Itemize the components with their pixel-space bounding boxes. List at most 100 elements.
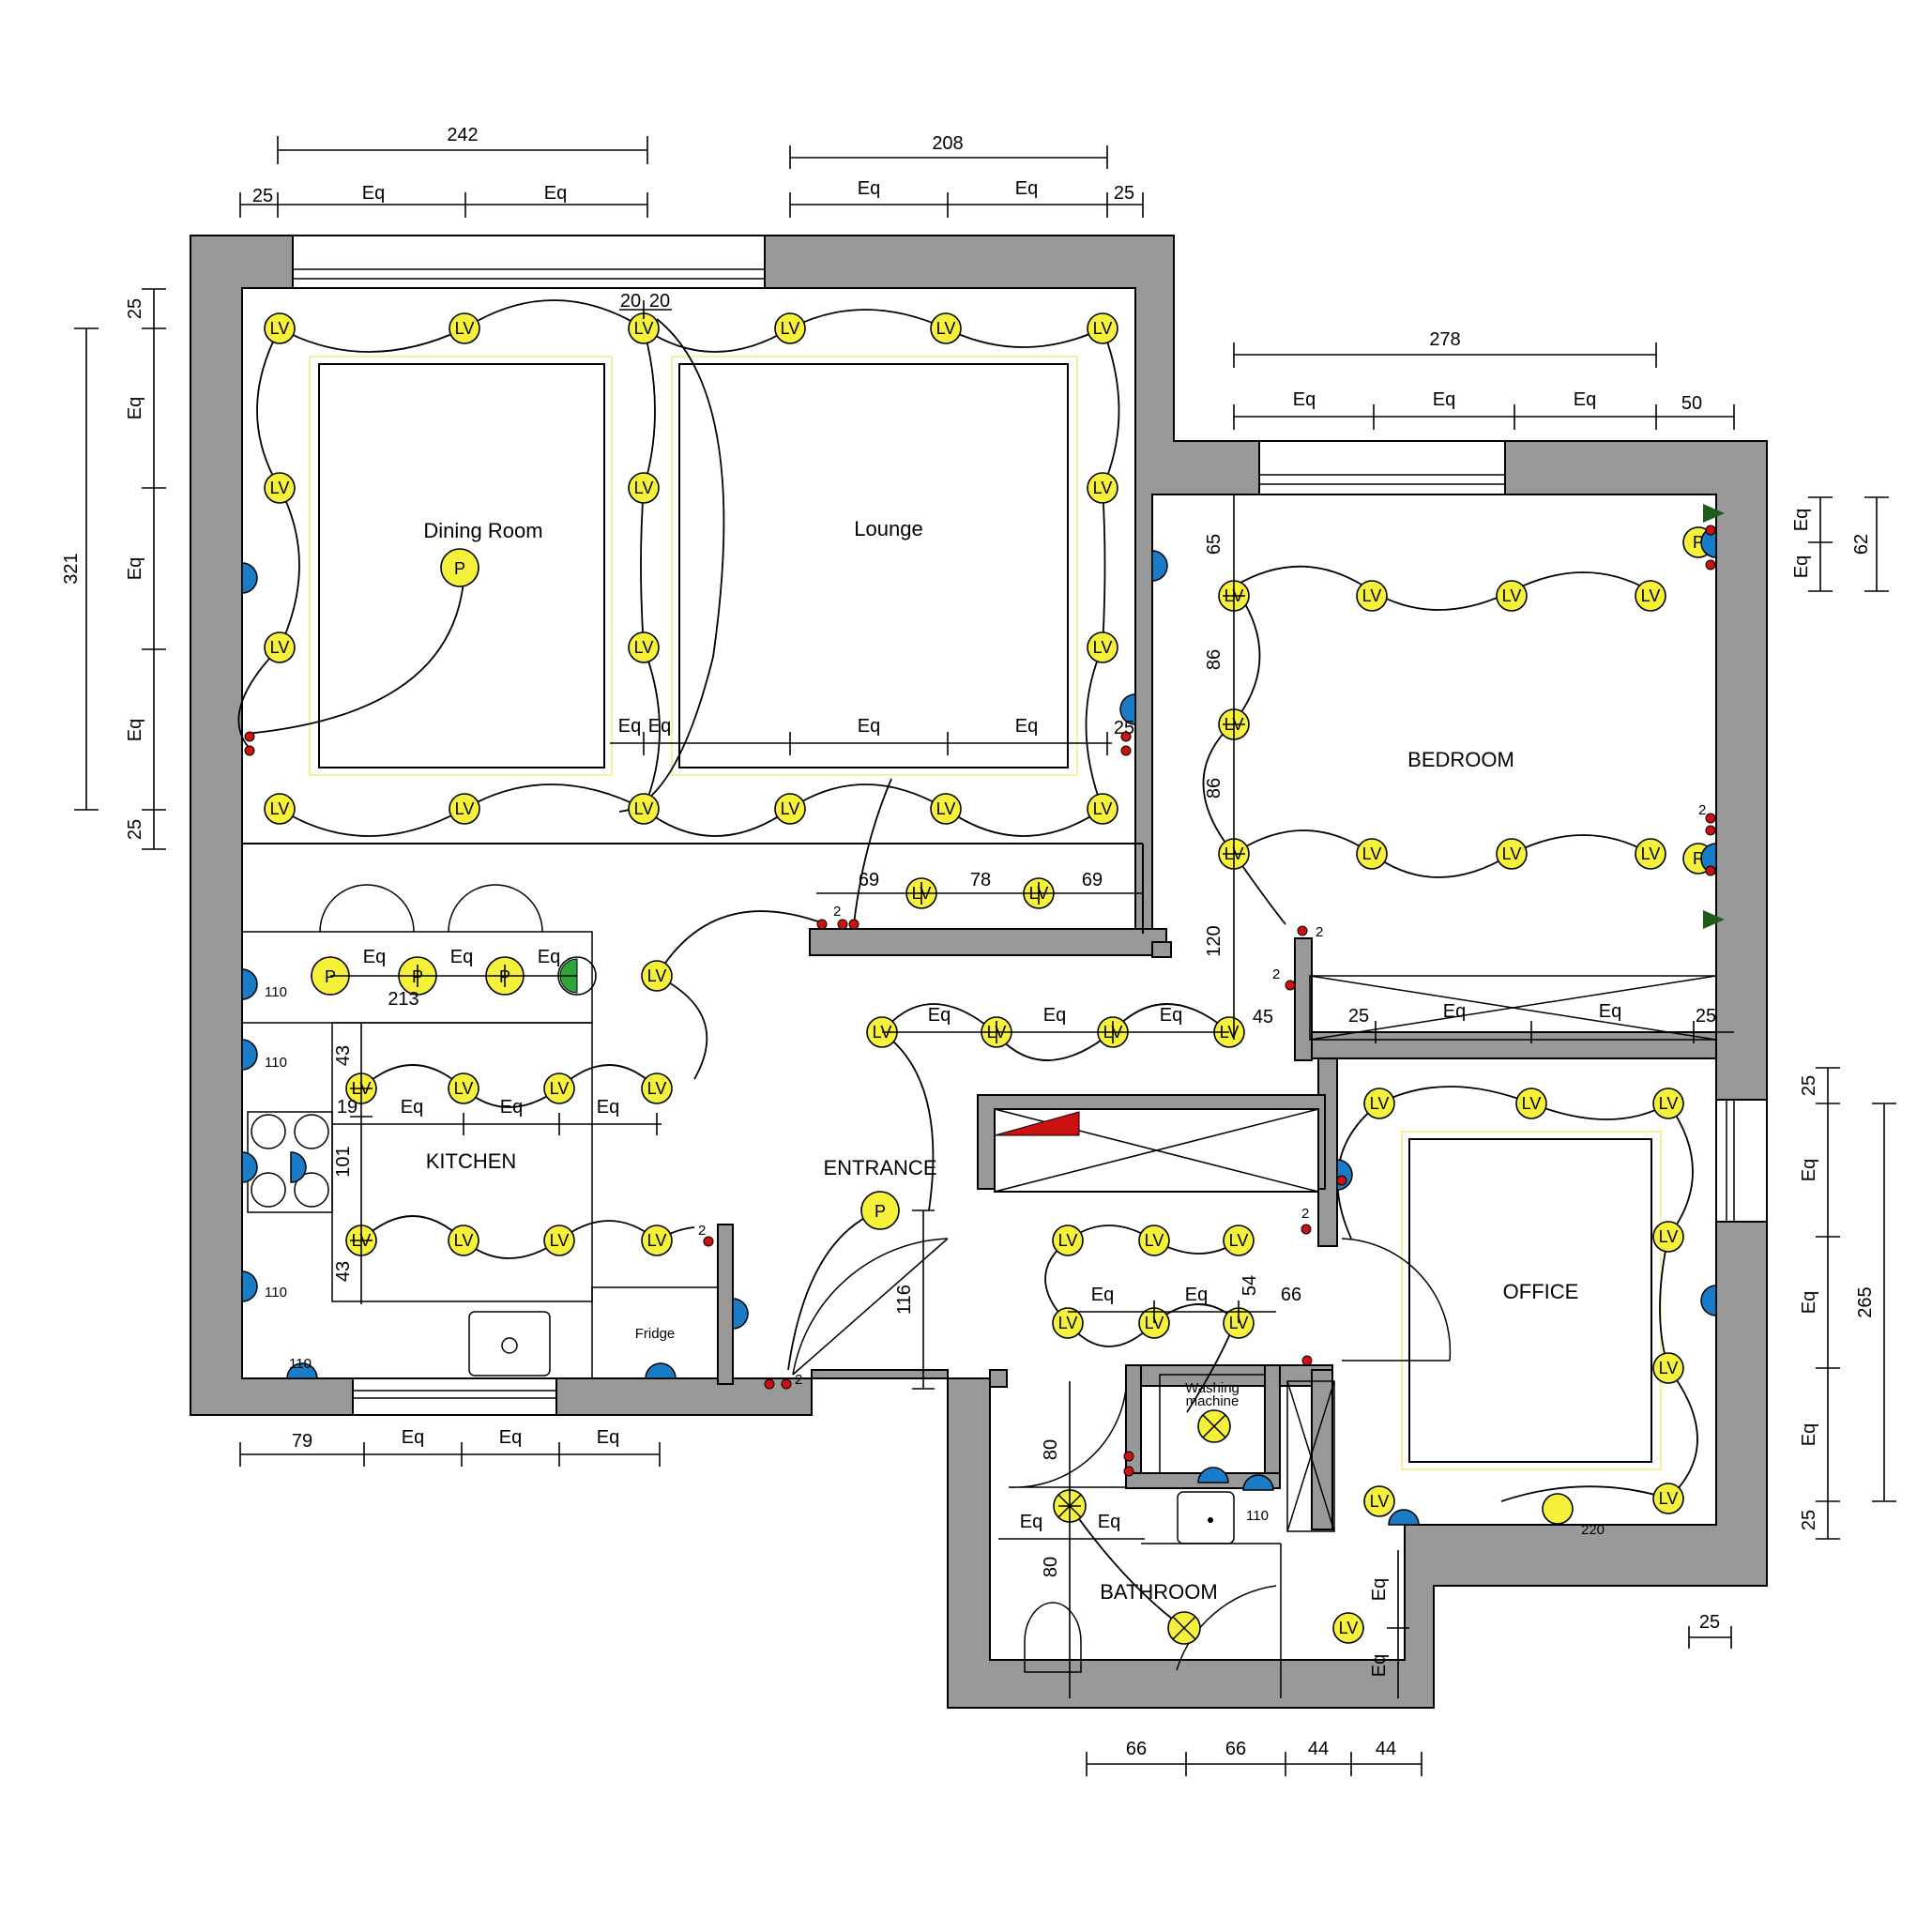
light-fixture: LV: [1496, 838, 1528, 870]
room-label-dining: Dining Room: [423, 519, 542, 542]
dim-label: 66: [1126, 1739, 1147, 1759]
dim-label: 65: [1204, 534, 1225, 555]
partition-wall-office: [1294, 1031, 1717, 1059]
wall-light: [1167, 1611, 1201, 1645]
dim-label: 278: [1429, 329, 1460, 350]
light-fixture: LV: [628, 472, 660, 504]
dim-label: Eq: [1791, 509, 1812, 531]
dim-label: Eq: [1433, 389, 1455, 410]
svg-text:LV: LV: [936, 799, 956, 818]
svg-text:LV: LV: [1145, 1231, 1164, 1250]
socket: [241, 968, 258, 1000]
svg-text:LV: LV: [1370, 1492, 1390, 1511]
kitchen-stub-wall: [717, 1224, 734, 1385]
switch-gang-label: 2: [1272, 966, 1280, 982]
svg-text:P: P: [325, 967, 336, 986]
light-fixture: LV: [264, 793, 296, 825]
dim-label: Eq: [858, 178, 880, 199]
svg-text:LV: LV: [781, 319, 800, 338]
svg-text:LV: LV: [454, 1231, 474, 1250]
dim-label: 25: [1696, 1006, 1716, 1027]
bedroom-floor-light: [1703, 504, 1725, 523]
svg-text:LV: LV: [454, 1079, 474, 1098]
socket: [241, 1039, 258, 1071]
svg-text:LV: LV: [1502, 586, 1522, 605]
light-fixture: LV: [774, 793, 806, 825]
light-fixture: LV: [448, 1225, 479, 1256]
dim-label: Eq: [597, 1097, 619, 1118]
dim-label: 79: [292, 1431, 312, 1452]
room-label-entrance: ENTRANCE: [823, 1156, 936, 1179]
svg-text:LV: LV: [634, 638, 654, 657]
dim-label: 20: [620, 291, 641, 312]
fridge-label: Fridge: [635, 1326, 676, 1342]
svg-text:LV: LV: [634, 479, 654, 497]
dim-label: 25: [1699, 1612, 1720, 1633]
svg-text:LV: LV: [1659, 1489, 1679, 1508]
svg-text:LV: LV: [270, 319, 290, 338]
light-fixture: LV: [774, 312, 806, 344]
dim-label: 25: [252, 186, 273, 206]
socket: [1388, 1509, 1420, 1526]
dim-label: 25: [1114, 183, 1134, 204]
dim-label: 20: [649, 291, 670, 312]
dim-label: 62: [1851, 534, 1872, 555]
dim-label: Eq: [450, 947, 473, 967]
svg-text:LV: LV: [647, 1231, 667, 1250]
dim-label: Eq: [401, 1097, 423, 1118]
svg-text:LV: LV: [1362, 844, 1382, 863]
room-label-lounge: Lounge: [854, 517, 922, 540]
dim-label: 19: [337, 1097, 357, 1118]
dim-label: Eq: [1574, 389, 1596, 410]
switch-gang-label: 2: [1301, 1206, 1309, 1222]
svg-text:LV: LV: [1093, 638, 1113, 657]
socket: [1700, 1285, 1717, 1316]
switches: [244, 525, 1716, 1477]
light-fixture: LV: [628, 312, 660, 344]
dim-label: 116: [894, 1285, 915, 1315]
svg-text:LV: LV: [455, 799, 475, 818]
light-fixture: LV: [1635, 838, 1666, 870]
svg-text:LV: LV: [1370, 1094, 1390, 1113]
partition-wall-left-office: [1294, 937, 1313, 1061]
dimensions: 242 25 Eq Eq 208 Eq Eq 25 278 Eq Eq Eq 5…: [61, 125, 1896, 1776]
light-fixture: LV: [449, 312, 480, 344]
svg-text:LV: LV: [1502, 844, 1522, 863]
svg-text:LV: LV: [1093, 479, 1113, 497]
light-fixture: LV: [1087, 472, 1118, 504]
dim-label: Eq: [125, 557, 145, 580]
light-fixture: LV: [641, 1225, 673, 1256]
light-fixture: LV: [264, 472, 296, 504]
bedroom-floor-light: [1703, 910, 1725, 929]
dim-label: Eq: [1799, 1159, 1819, 1181]
dim-label: 120: [1204, 925, 1225, 956]
dim-label: Eq: [1369, 1578, 1390, 1601]
switch-gang-label: 2: [833, 904, 841, 920]
dim-label: 43: [333, 1261, 354, 1282]
svg-text:LV: LV: [1229, 1231, 1249, 1250]
dim-label: Eq: [1599, 1001, 1621, 1022]
dim-label: Eq: [500, 1097, 523, 1118]
light-fixture: LV: [1356, 838, 1388, 870]
svg-text:LV: LV: [634, 799, 654, 818]
ceiling-light: [1542, 1493, 1574, 1525]
dim-label: Eq: [125, 397, 145, 419]
svg-text:LV: LV: [1093, 319, 1113, 338]
dim-label: Eq: [1799, 1423, 1819, 1446]
light-fixture: LV: [1223, 1225, 1255, 1256]
socket: [241, 562, 258, 594]
room-label-office: OFFICE: [1503, 1280, 1579, 1303]
light-fixture: LV: [1052, 1225, 1084, 1256]
light-fixture: LV: [264, 631, 296, 663]
light-fixture: LV: [930, 793, 962, 825]
dim-label: 80: [1041, 1557, 1061, 1577]
socket: [732, 1298, 749, 1330]
light-fixture: LV: [1087, 793, 1118, 825]
dim-label: 44: [1376, 1739, 1396, 1759]
light-fixture: LV: [1363, 1485, 1395, 1517]
bathroom-top-wall: [989, 1369, 1008, 1388]
svg-text:LV: LV: [1659, 1359, 1679, 1377]
switch-gang-label: 2: [1316, 924, 1323, 940]
dim-label: 101: [333, 1146, 354, 1177]
light-fixture: LV: [1052, 1307, 1084, 1339]
